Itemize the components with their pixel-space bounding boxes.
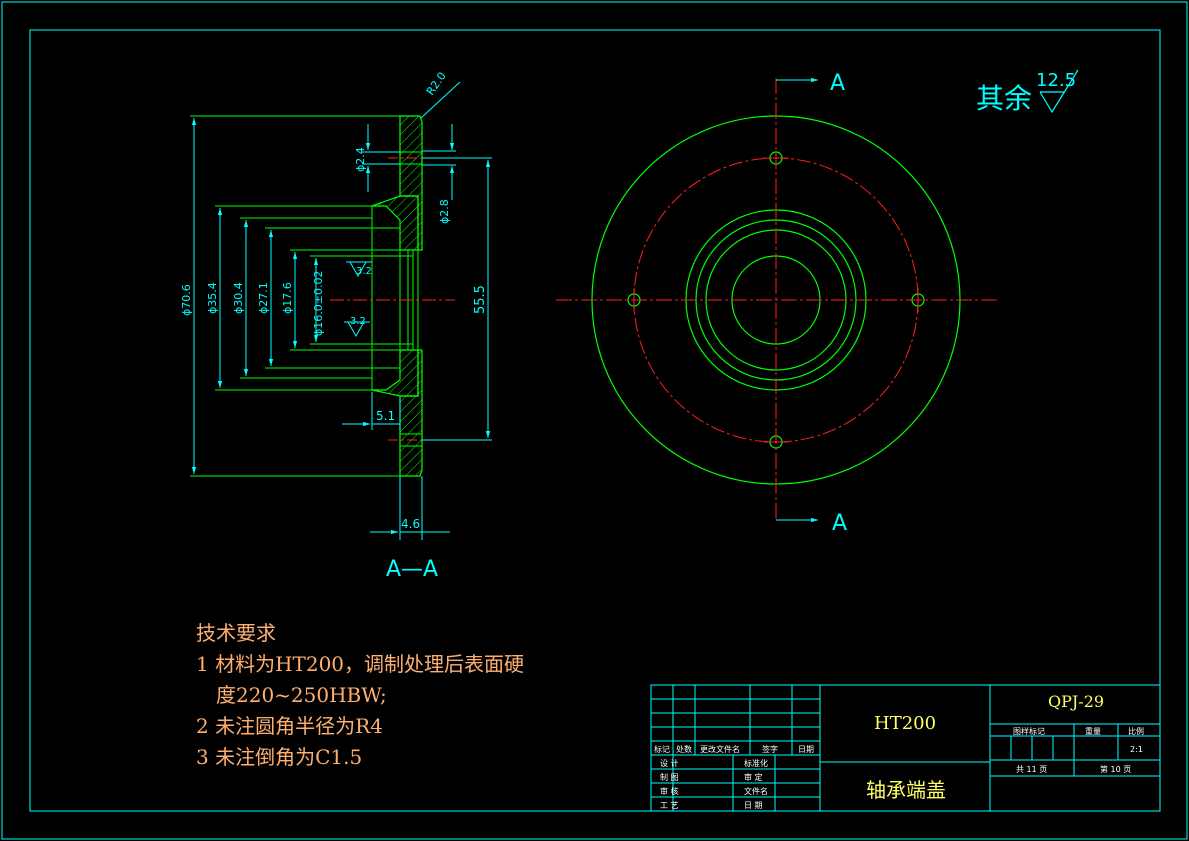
rough-1: 3.2 <box>356 266 372 277</box>
roughness-symbol-icon <box>1039 69 1079 114</box>
surface-finish-prefix: 其余 <box>976 82 1032 115</box>
label-date2: 日 期 <box>744 801 763 810</box>
label-mark: 标记 <box>654 745 670 754</box>
title-block <box>650 684 1161 812</box>
label-date: 日期 <box>798 745 814 754</box>
label-sign: 签字 <box>762 745 778 754</box>
page-number: 第 10 页 <box>1100 765 1132 774</box>
tech-notes-title: 技术要求 <box>196 621 276 645</box>
dim-d30-4: ϕ30.4 <box>232 282 245 314</box>
tech-note-1: 1 材料为HT200，调制处理后表面硬 <box>196 652 525 676</box>
dim-d2-4: ϕ2.4 <box>354 147 367 172</box>
tech-note-1b: 度220~250HBW; <box>216 683 387 707</box>
dim-5-1: 5.1 <box>376 409 395 423</box>
label-stage-mark: 图样标记 <box>1013 727 1045 736</box>
dim-55-5: 55.5 <box>473 285 488 314</box>
label-draw: 制 图 <box>660 773 679 782</box>
dim-d17-6: ϕ17.6 <box>281 282 294 314</box>
label-process: 工 艺 <box>660 801 679 810</box>
dim-d35-4: ϕ35.4 <box>206 282 219 314</box>
drawing-number: QPJ-29 <box>1048 692 1105 711</box>
section-label: A—A <box>386 557 438 582</box>
label-doc-name: 文件名 <box>744 787 768 796</box>
inner-frame <box>29 29 1161 812</box>
dim-d16-0: ϕ16.0±0.02 <box>312 271 325 336</box>
part-name: 轴承端盖 <box>866 778 946 802</box>
view-label-top: A <box>830 71 845 96</box>
label-count: 处数 <box>676 745 692 754</box>
view-label-bottom: A <box>832 511 847 536</box>
label-standardize: 标准化 <box>744 759 768 768</box>
label-scale: 比例 <box>1128 727 1144 736</box>
label-review: 审 定 <box>744 773 763 782</box>
section-dim-texts: R2.0 ϕ2.4 ϕ2.8 ϕ70.6 ϕ35.4 ϕ30.4 ϕ27.1 ϕ… <box>180 70 488 531</box>
dim-d70-6: ϕ70.6 <box>180 284 193 316</box>
dim-d27-1: ϕ27.1 <box>257 282 270 314</box>
dim-d2-8: ϕ2.8 <box>438 199 451 224</box>
label-check: 审 核 <box>660 787 679 796</box>
dim-r2: R2.0 <box>424 70 449 98</box>
tech-note-2: 2 未注圆角半径为R4 <box>196 714 383 738</box>
label-change-doc: 更改文件名 <box>700 745 740 754</box>
tech-note-3: 3 未注倒角为C1.5 <box>196 745 363 769</box>
material-text: HT200 <box>874 713 937 734</box>
rough-2: 3.2 <box>350 316 366 327</box>
label-weight: 重量 <box>1085 727 1101 736</box>
front-view <box>556 77 1000 523</box>
tech-notes: 技术要求 1 材料为HT200，调制处理后表面硬 度220~250HBW; 2 … <box>196 618 524 773</box>
section-dimensions <box>191 81 492 540</box>
dim-4-6: 4.6 <box>401 517 420 531</box>
label-design: 设 计 <box>660 759 679 768</box>
scale-value: 2:1 <box>1130 745 1143 754</box>
surface-finish-value: 12.5 <box>1036 70 1076 91</box>
section-view <box>190 115 455 477</box>
total-pages: 共 11 页 <box>1016 765 1048 774</box>
